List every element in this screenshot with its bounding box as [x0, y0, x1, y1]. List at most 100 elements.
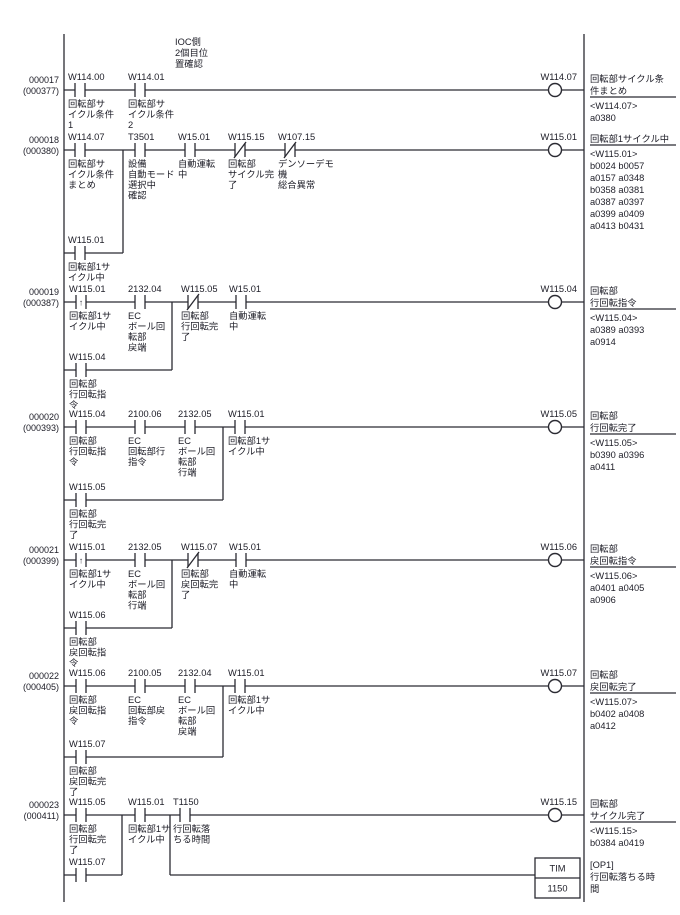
contact-label: 行回転指 [69, 446, 106, 457]
contact-label: 戻回転完 [181, 579, 218, 590]
contact-label: 戻端 [128, 342, 147, 353]
comment-xref: b0358 a0381 [590, 185, 644, 195]
contact-label: イクル条件 [68, 109, 114, 120]
comment-address: <W115.01> [590, 149, 637, 159]
comment-address: <W114.07> [590, 101, 637, 111]
rung-000020: 000020(000393)W115.04回転部行回転指令2100.06EC回転… [23, 409, 676, 540]
contact-gap [135, 684, 145, 688]
contact-label: 了 [181, 332, 190, 342]
contact-label: イクル中 [228, 446, 265, 457]
output-coil-W115.06[interactable]: W115.06 [540, 542, 577, 568]
comment-xref: a0157 a0348 [590, 173, 644, 183]
contact-label: EC [178, 436, 191, 446]
output-coil-W115.15[interactable]: W115.15 [540, 797, 577, 823]
contact-label: 回転部1サ [69, 310, 111, 321]
coil-address: W115.06 [540, 542, 577, 552]
contact-address: W115.07 [69, 739, 106, 749]
output-coil-W115.04[interactable]: W115.04 [540, 284, 577, 310]
coil-address: W115.04 [540, 284, 577, 294]
contact-address: W15.01 [229, 284, 261, 294]
output-coil-W115.01[interactable]: W115.01 [540, 132, 577, 158]
coil-circle-icon [547, 807, 563, 823]
coil-address: W115.15 [540, 797, 577, 807]
contact-label: 自動運転 [178, 158, 215, 169]
contact-gap [76, 498, 86, 502]
contact-label: 回転部 [181, 310, 209, 321]
contact-label: 戻端 [178, 726, 197, 737]
contact-label: EC [178, 695, 191, 705]
output-coil-W115.05[interactable]: W115.05 [540, 409, 577, 435]
contact-label: イクル中 [69, 321, 106, 332]
contact-label: 転部 [178, 456, 197, 467]
contact-gap [236, 300, 246, 304]
contact-gap [76, 873, 86, 877]
contact-label: 回転部行 [128, 446, 165, 457]
contact-gap [185, 684, 195, 688]
contact-address: W115.01 [228, 668, 265, 678]
contact-address: W114.01 [128, 72, 165, 82]
contact-label: 中 [229, 321, 238, 332]
rung-step-number: (000405) [23, 682, 59, 692]
contact-label: 確認 [128, 190, 147, 201]
comment-xref: b0384 a0419 [590, 838, 644, 848]
comment-address: <W115.07> [590, 697, 637, 707]
contact-label: 設備 [128, 158, 147, 169]
contact-gap [76, 813, 86, 817]
contact-address: W115.01 [228, 409, 265, 419]
contact-address: 2100.05 [128, 668, 162, 678]
coil-address: W115.05 [540, 409, 577, 419]
coil-circle-icon [547, 294, 563, 310]
contact-gap [185, 425, 195, 429]
contact-label: 行回転完 [181, 321, 218, 332]
contact-gap [180, 813, 190, 817]
contact-label: 行回転指 [69, 389, 106, 400]
contact-label: 令 [69, 715, 79, 726]
rung-step-number: (000380) [23, 146, 59, 156]
contact-label: EC [128, 695, 141, 705]
contact-gap [235, 425, 245, 429]
rung-000017: 000017(000377)W114.00回転部サイクル条件1W114.01回転… [23, 72, 676, 130]
contact-gap [135, 425, 145, 429]
contact-label: ちる時間 [173, 835, 210, 845]
contact-label: ボール回 [128, 580, 165, 590]
contact-W115.07[interactable]: W115.07 [69, 857, 106, 882]
rung-number: 000023 [29, 800, 59, 810]
output-coil-W115.07[interactable]: W115.07 [540, 668, 577, 694]
output-coil-W114.07[interactable]: W114.07 [540, 72, 577, 98]
